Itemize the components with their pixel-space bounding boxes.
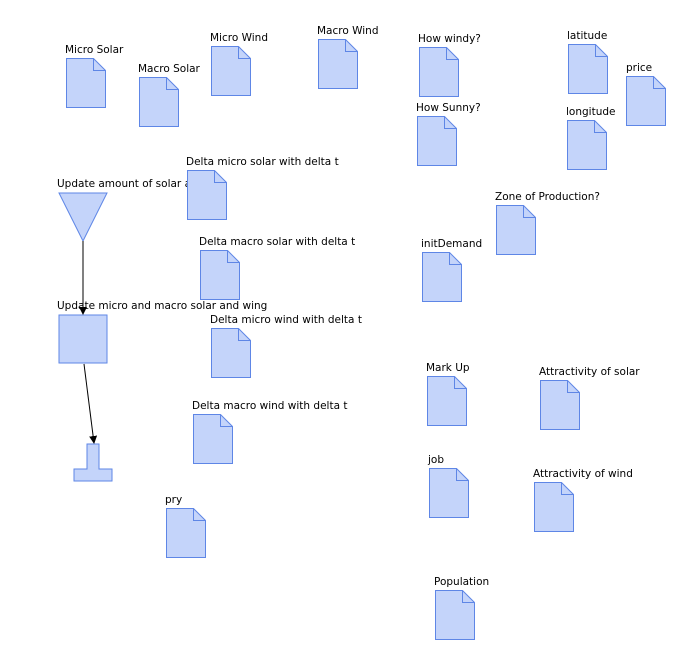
document-icon	[534, 482, 574, 532]
node-longitude[interactable]	[567, 120, 607, 170]
document-icon	[567, 120, 607, 170]
document-icon	[166, 508, 206, 558]
node-attractivity-solar[interactable]	[540, 380, 580, 430]
node-mark-up[interactable]	[427, 376, 467, 426]
flow-start-label: Update amount of solar and	[57, 178, 189, 190]
document-icon	[318, 39, 358, 89]
node-macro-solar[interactable]	[139, 77, 179, 127]
node-label-attractivity-wind: Attractivity of wind	[533, 468, 633, 480]
flow-action-square[interactable]	[58, 314, 108, 364]
node-delta-micro-wind[interactable]	[211, 328, 251, 378]
node-label-macro-wind: Macro Wind	[317, 25, 379, 37]
document-icon	[568, 44, 608, 94]
document-icon	[419, 47, 459, 97]
document-icon	[211, 46, 251, 96]
node-label-latitude: latitude	[567, 30, 608, 42]
document-icon	[427, 376, 467, 426]
node-price[interactable]	[626, 76, 666, 126]
document-icon	[200, 250, 240, 300]
node-macro-wind[interactable]	[318, 39, 358, 89]
flow-end-node[interactable]	[73, 443, 113, 482]
node-label-micro-solar: Micro Solar	[65, 44, 124, 56]
node-label-macro-solar: Macro Solar	[138, 63, 200, 75]
document-icon	[626, 76, 666, 126]
node-init-demand[interactable]	[422, 252, 462, 302]
node-how-windy[interactable]	[419, 47, 459, 97]
node-zone-of-production[interactable]	[496, 205, 536, 255]
node-micro-solar[interactable]	[66, 58, 106, 108]
node-label-how-windy: How windy?	[418, 33, 481, 45]
node-micro-wind[interactable]	[211, 46, 251, 96]
node-label-price: price	[626, 62, 653, 74]
node-label-delta-micro-wind: Delta micro wind with delta t	[210, 314, 362, 326]
node-attractivity-wind[interactable]	[534, 482, 574, 532]
node-label-mark-up: Mark Up	[426, 362, 470, 374]
document-icon	[422, 252, 462, 302]
node-label-job: job	[428, 454, 445, 466]
node-how-sunny[interactable]	[417, 116, 457, 166]
node-label-delta-micro-solar: Delta micro solar with delta t	[186, 156, 339, 168]
node-label-attractivity-solar: Attractivity of solar	[539, 366, 640, 378]
node-delta-macro-solar[interactable]	[200, 250, 240, 300]
document-icon	[187, 170, 227, 220]
edge-action-to-end	[83, 363, 98, 444]
flow-start-triangle[interactable]	[58, 192, 108, 243]
document-icon	[211, 328, 251, 378]
node-label-delta-macro-solar: Delta macro solar with delta t	[199, 236, 356, 248]
document-icon	[417, 116, 457, 166]
node-delta-macro-wind[interactable]	[193, 414, 233, 464]
node-population[interactable]	[435, 590, 475, 640]
document-icon	[496, 205, 536, 255]
node-label-how-sunny: How Sunny?	[416, 102, 481, 114]
node-job[interactable]	[429, 468, 469, 518]
document-icon	[193, 414, 233, 464]
node-latitude[interactable]	[568, 44, 608, 94]
node-label-micro-wind: Micro Wind	[210, 32, 268, 44]
node-pry[interactable]	[166, 508, 206, 558]
document-icon	[139, 77, 179, 127]
node-label-init-demand: initDemand	[421, 238, 483, 250]
node-delta-micro-solar[interactable]	[187, 170, 227, 220]
flow-action-label: Update micro and macro solar and wing	[57, 300, 268, 312]
node-label-pry: pry	[165, 494, 183, 506]
node-label-population: Population	[434, 576, 490, 588]
document-icon	[429, 468, 469, 518]
node-label-delta-macro-wind: Delta macro wind with delta t	[192, 400, 348, 412]
document-icon	[540, 380, 580, 430]
node-label-zone-of-production: Zone of Production?	[495, 191, 600, 203]
document-icon	[66, 58, 106, 108]
document-icon	[435, 590, 475, 640]
node-label-longitude: longitude	[566, 106, 616, 118]
